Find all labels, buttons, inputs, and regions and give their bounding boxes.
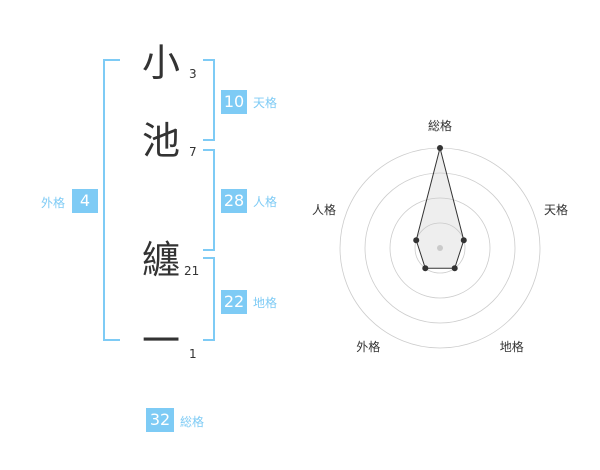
radar-axis-label-2: 天格 (544, 203, 569, 218)
soukaku-badge: 32 (146, 408, 174, 432)
radar-point-2 (460, 237, 467, 244)
jinkaku-badge: 28 (221, 189, 247, 213)
gaikaku-label: 外格 (41, 196, 66, 210)
name-char-2: 池 (142, 119, 181, 163)
name-char-3-strokes: 21 (184, 264, 200, 278)
name-char-4: 一 (142, 319, 181, 363)
radar-point-3 (451, 265, 458, 272)
radar-ring-3 (364, 172, 516, 324)
soukaku-label: 総格 (180, 415, 205, 429)
tenkaku-label: 天格 (253, 96, 278, 110)
radar-axis-label-5: 人格 (311, 203, 336, 218)
radar-point-1 (437, 145, 443, 151)
chikaku-label: 地格 (253, 296, 278, 310)
gaikaku-badge: 4 (72, 189, 98, 213)
jinkaku-label: 人格 (253, 195, 278, 209)
name-char-1-strokes: 3 (189, 67, 197, 81)
radar-axis-label-4: 外格 (356, 339, 381, 354)
chikaku-badge: 22 (221, 290, 247, 314)
jinkaku-bracket (203, 149, 215, 251)
radar-series-polygon (415, 147, 465, 269)
name-char-3: 纏 (142, 238, 181, 282)
radar-ring-2 (389, 197, 491, 299)
name-char-2-strokes: 7 (189, 145, 197, 159)
radar-center (437, 245, 443, 251)
name-char-1: 小 (142, 41, 181, 85)
tenkaku-bracket (203, 59, 215, 141)
radar-axis-label-1: 総格 (427, 119, 453, 133)
name-char-4-strokes: 1 (189, 347, 197, 361)
chikaku-bracket (203, 257, 215, 341)
radar-axis-label-3: 地格 (499, 339, 524, 354)
radar-ring-1 (414, 222, 466, 274)
outer-bracket (103, 59, 120, 341)
tenkaku-badge: 10 (221, 90, 247, 114)
radar-point-4 (422, 265, 429, 272)
radar-point-5 (413, 237, 420, 244)
